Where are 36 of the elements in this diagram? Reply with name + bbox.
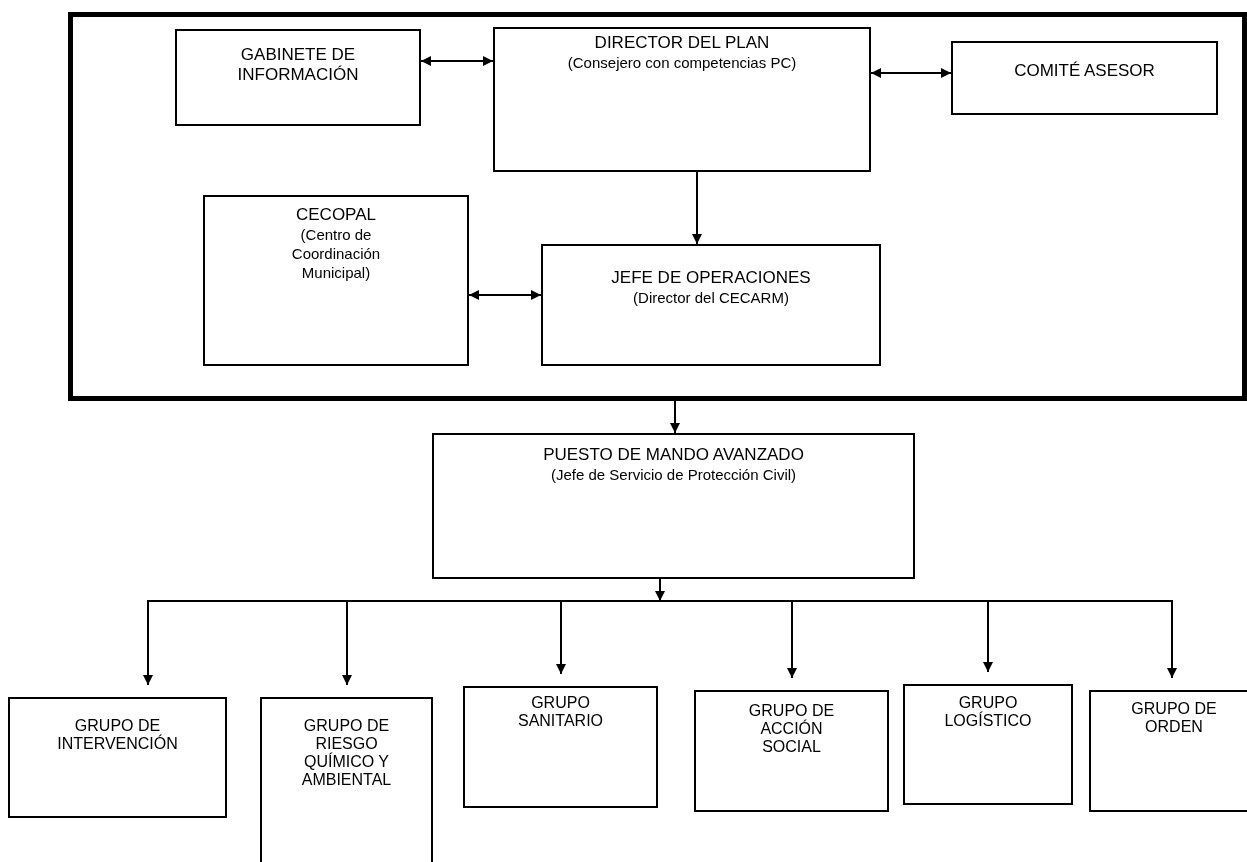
box-title: GRUPO DE ACCIÓN SOCIAL [747, 702, 836, 756]
box-title: PUESTO DE MANDO AVANZADO [542, 445, 805, 465]
box-subtitle: (Consejero con competencias PC) [566, 53, 798, 72]
org-box [463, 686, 658, 808]
arrow [655, 578, 665, 602]
arrow [670, 400, 680, 434]
box-title: GRUPO LOGÍSTICO [943, 694, 1033, 730]
org-box [175, 29, 421, 126]
org-box [541, 244, 881, 366]
org-box [951, 41, 1218, 115]
org-box [203, 195, 469, 366]
org-box [694, 690, 889, 812]
box-subtitle: (Centro de Coordinación Municipal) [290, 225, 382, 282]
org-box [432, 433, 915, 579]
box-title: GRUPO SANITARIO [516, 694, 604, 730]
box-title: GABINETE DE INFORMACIÓN [236, 45, 360, 85]
box-title: GRUPO DE ORDEN [1130, 700, 1218, 736]
box-title: DIRECTOR DEL PLAN [593, 33, 771, 53]
org-box [260, 697, 433, 862]
box-title: COMITÉ ASESOR [1013, 61, 1156, 81]
group-frame [68, 12, 1247, 401]
org-box [8, 697, 227, 818]
box-title: GRUPO DE RIESGO QUÍMICO Y AMBIENTAL [300, 717, 393, 789]
arrow [692, 171, 702, 245]
arrow [870, 68, 952, 78]
arrow [468, 290, 542, 300]
org-box [493, 27, 871, 172]
box-subtitle: (Director del CECARM) [632, 288, 790, 307]
box-title: CECOPAL [295, 205, 377, 225]
box-title: GRUPO DE INTERVENCIÓN [56, 717, 179, 753]
arrow [556, 600, 661, 675]
org-box [1089, 690, 1247, 812]
org-box [903, 684, 1073, 805]
arrow [420, 56, 494, 66]
box-title: JEFE DE OPERACIONES [610, 268, 812, 288]
box-subtitle: (Jefe de Servicio de Protección Civil) [549, 465, 798, 484]
